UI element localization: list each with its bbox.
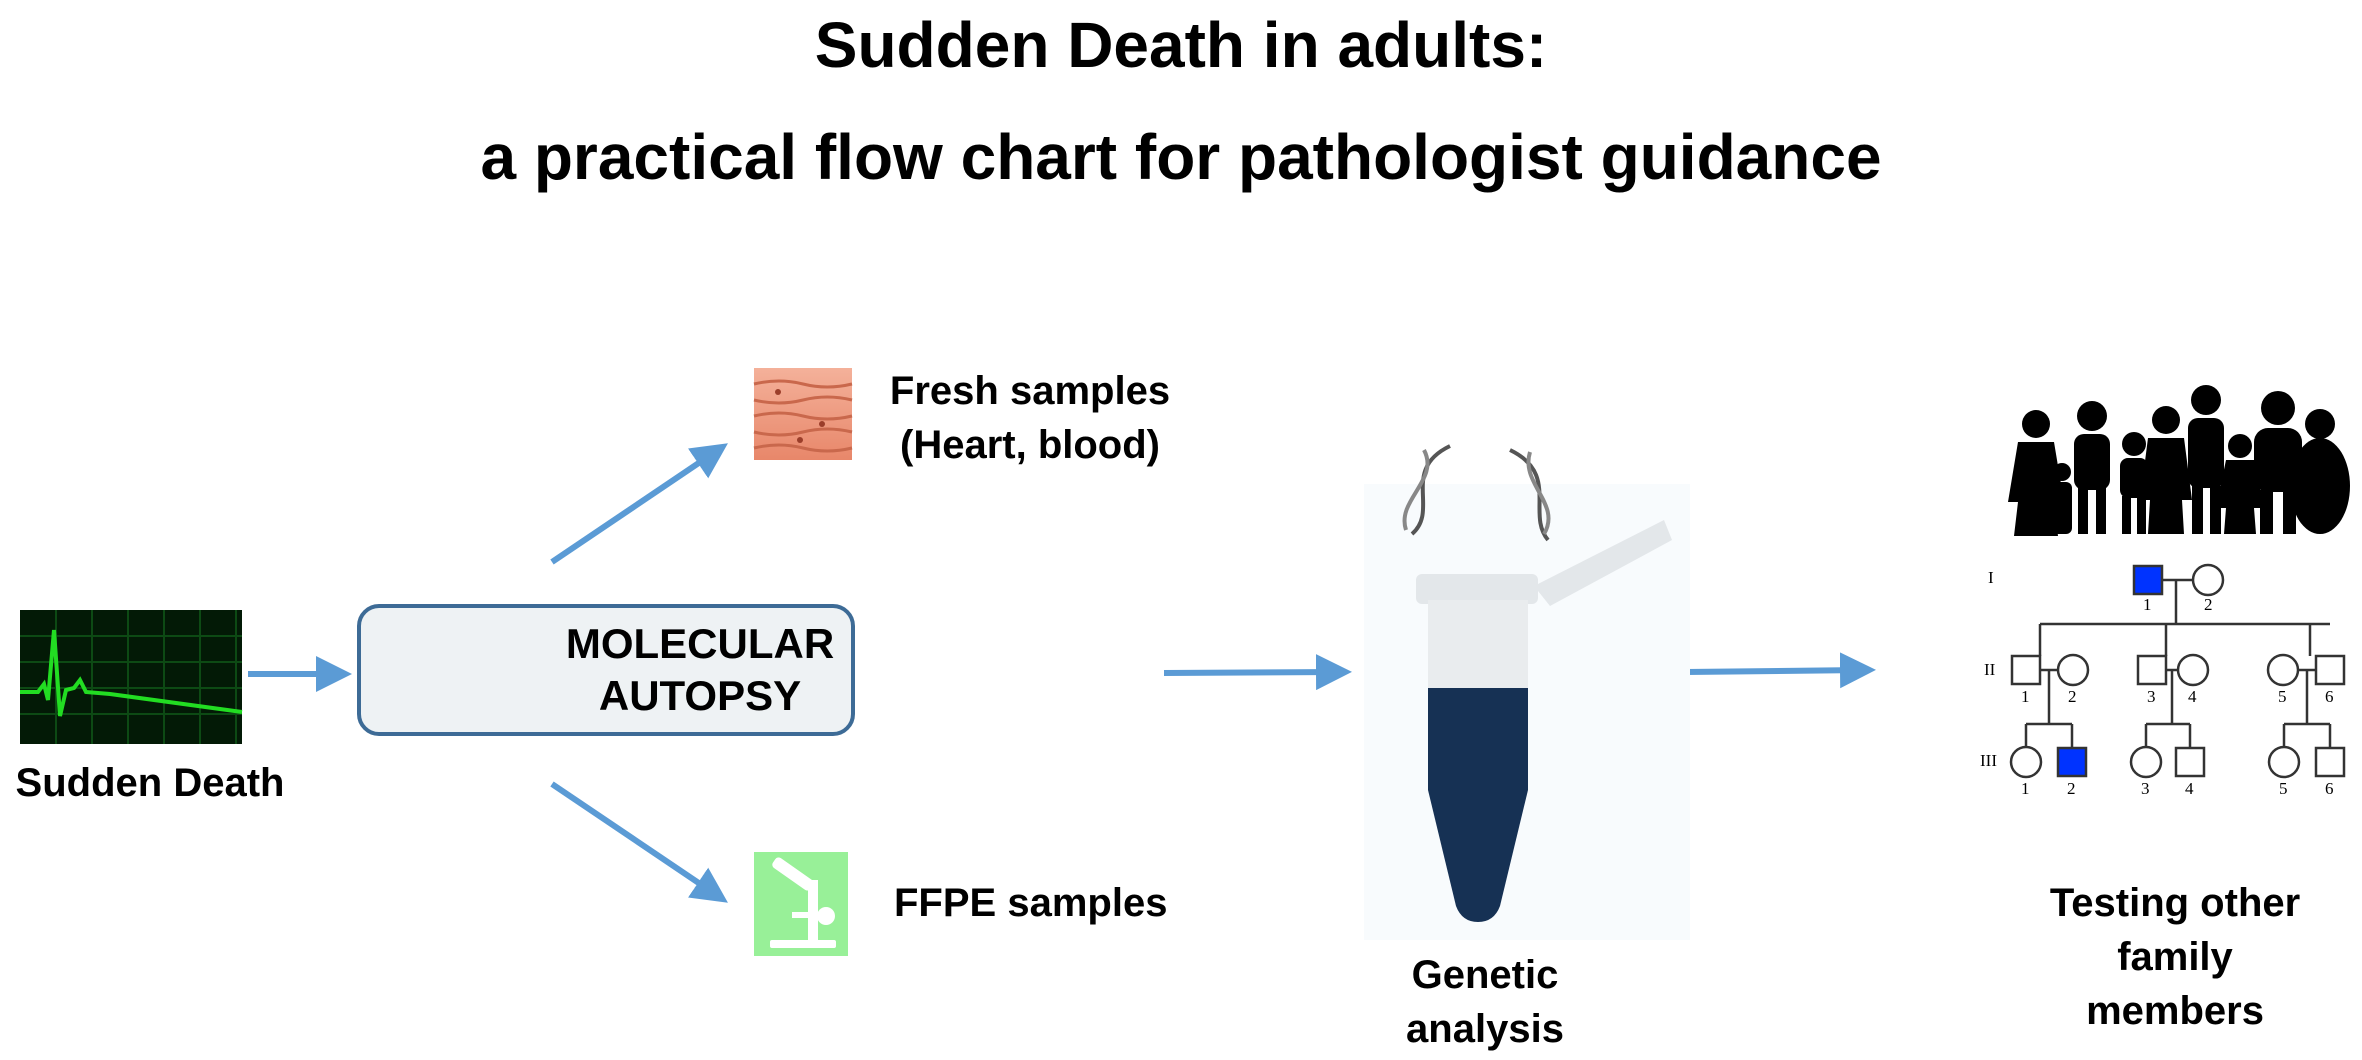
- ecg-monitor-icon: [20, 610, 243, 744]
- arrow-autopsy-to-fresh: [550, 443, 728, 565]
- pedigree-gen-label: III: [1980, 751, 1997, 770]
- fresh-samples-line1: Fresh samples: [889, 369, 1171, 413]
- sample-tube-dna-icon: [1364, 444, 1690, 940]
- pedigree-number: 4: [2185, 779, 2194, 798]
- heart-tissue-icon: [753, 368, 853, 460]
- genetic-analysis-line2: analysis: [1406, 1007, 1564, 1051]
- dna-helix-left-icon: [1402, 444, 1451, 536]
- arrow-to-genetic-analysis: [1163, 654, 1352, 691]
- pedigree-number: 3: [2141, 779, 2150, 798]
- pedigree-number: 6: [2325, 687, 2334, 706]
- molecular-autopsy-label: MOLECULAR AUTOPSY: [550, 618, 850, 722]
- pedigree-number: 3: [2147, 687, 2156, 706]
- arrow-to-family-testing: [1685, 652, 1876, 689]
- fresh-samples-label: Fresh samples (Heart, blood): [860, 364, 1200, 472]
- pedigree-number: 2: [2204, 595, 2213, 614]
- pedigree-number: 2: [2068, 687, 2077, 706]
- pedigree-number: 1: [2021, 779, 2030, 798]
- molecular-autopsy-box: [357, 604, 855, 736]
- diagram-title-line2: a practical flow chart for pathologist g…: [480, 121, 1882, 193]
- genetic-analysis-line1: Genetic: [1411, 953, 1559, 997]
- family-testing-line2: family: [2117, 935, 2233, 979]
- family-testing-line3: members: [2086, 989, 2264, 1033]
- sudden-death-label: Sudden Death: [15, 761, 285, 805]
- ffpe-samples-label: FFPE samples: [894, 881, 1168, 925]
- molecular-autopsy-line1: MOLECULAR: [565, 620, 835, 667]
- dna-helix-right-icon: [1509, 448, 1551, 542]
- pedigree-number: 1: [2143, 595, 2152, 614]
- pedigree-number: 5: [2278, 687, 2287, 706]
- pedigree-number: 6: [2325, 779, 2334, 798]
- family-testing-label: Testing other family members: [2010, 876, 2340, 1038]
- pedigree-number: 1: [2021, 687, 2030, 706]
- molecular-autopsy-line2: AUTOPSY: [598, 672, 802, 719]
- pedigree-number: 2: [2067, 779, 2076, 798]
- family-pedigree-icon: [2009, 563, 2346, 779]
- genetic-analysis-label: Genetic analysis: [1335, 948, 1635, 1056]
- microscope-icon: [754, 852, 848, 956]
- fresh-samples-line2: (Heart, blood): [900, 423, 1160, 467]
- family-testing-line1: Testing other: [2049, 881, 2301, 925]
- family-silhouettes-icon: [2008, 385, 2350, 536]
- arrow-autopsy-to-ffpe: [550, 781, 728, 903]
- pedigree-gen-label: I: [1988, 568, 1994, 587]
- pedigree-number: 4: [2188, 687, 2197, 706]
- pedigree-gen-label: II: [1984, 660, 1996, 679]
- pedigree-number: 5: [2279, 779, 2288, 798]
- diagram-title-line1: Sudden Death in adults:: [814, 9, 1548, 81]
